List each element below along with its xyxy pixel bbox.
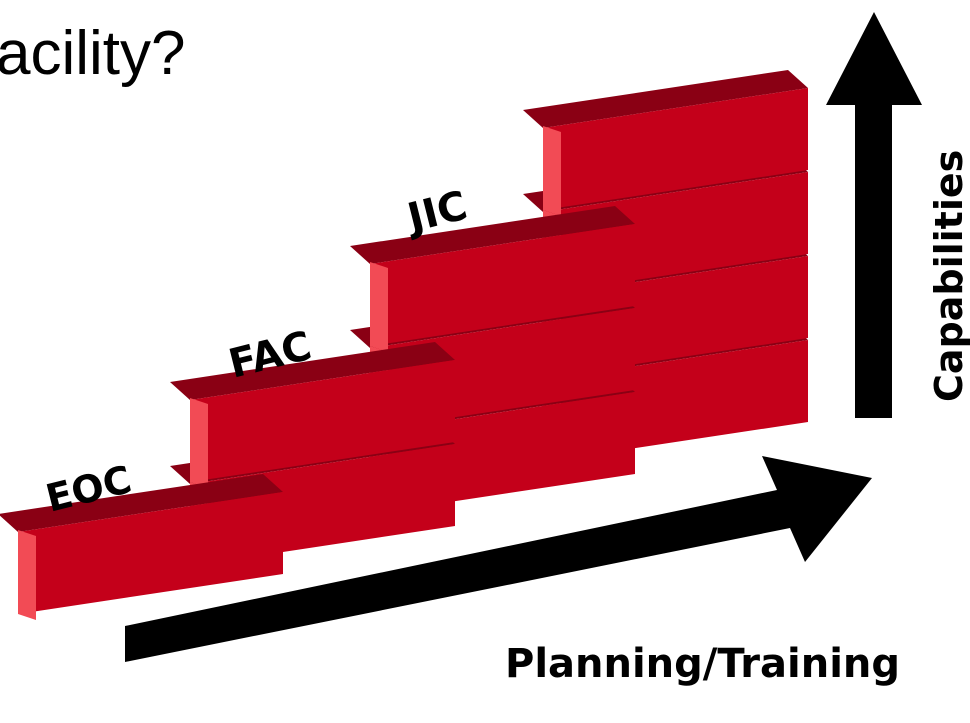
block-col3-level3 xyxy=(350,206,635,352)
block-side xyxy=(370,262,388,352)
capabilities-label: Capabilities xyxy=(927,150,970,402)
block-top xyxy=(170,342,455,400)
block-top xyxy=(350,206,635,264)
block-front xyxy=(543,88,808,210)
block-col2-level2 xyxy=(170,342,455,488)
block-side xyxy=(18,530,36,620)
planning-training-label: Planning/Training xyxy=(505,641,900,687)
slide-title: acility? xyxy=(0,19,186,88)
brick-blocks xyxy=(0,70,808,620)
block-side xyxy=(543,126,561,216)
capabilities-arrow xyxy=(826,12,922,418)
block-top xyxy=(0,474,283,532)
block-col1-level1 xyxy=(0,474,283,620)
block-side xyxy=(190,398,208,488)
block-front xyxy=(18,492,283,614)
block-front xyxy=(190,360,455,482)
block-front xyxy=(370,224,635,346)
block-col4-level4 xyxy=(523,70,808,216)
planning-training-arrow xyxy=(125,456,872,662)
block-top xyxy=(523,70,808,128)
